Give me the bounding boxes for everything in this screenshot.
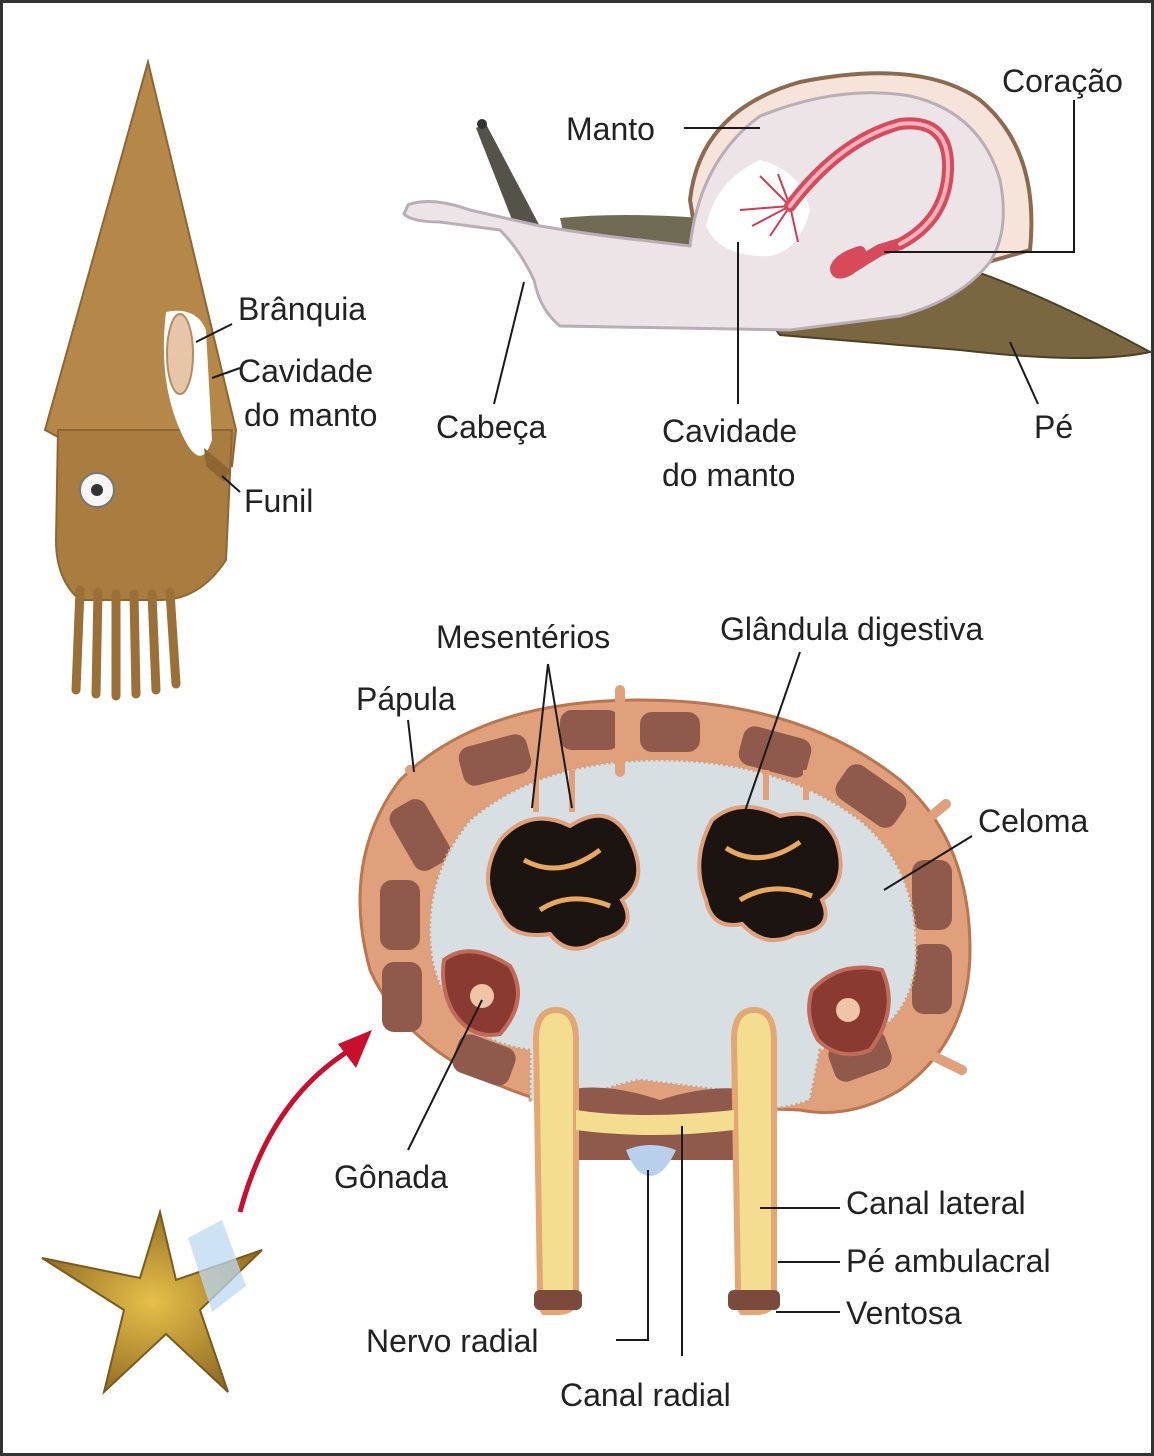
label-branquia: Brânquia [238, 291, 366, 327]
label-pe-ambulacral: Pé ambulacral [846, 1243, 1051, 1279]
tube-foot-right [734, 1010, 775, 1312]
label-cavidade-squid-1: Cavidade [238, 353, 373, 389]
label-coracao: Coração [1002, 63, 1123, 99]
label-funil: Funil [244, 483, 313, 519]
digestive-gland-left [488, 816, 638, 949]
label-glandula: Glândula digestiva [720, 611, 983, 647]
label-cavidade-snail-2: do manto [662, 457, 795, 493]
leader-papula [408, 720, 414, 772]
starfish-illustration [42, 1212, 262, 1392]
label-cavidade-squid-2: do manto [244, 397, 377, 433]
snail-eye [477, 119, 487, 129]
label-cavidade-snail-1: Cavidade [662, 413, 797, 449]
sucker-right [728, 1290, 780, 1310]
squid-tentacles [76, 590, 176, 696]
squid-illustration [45, 62, 236, 696]
tube-foot-left [536, 1010, 577, 1312]
gonad-left-center [470, 984, 494, 1008]
radial-nerve [626, 1145, 676, 1176]
label-pe: Pé [1034, 409, 1073, 445]
label-papula: Pápula [356, 681, 456, 717]
label-canal-lateral: Canal lateral [846, 1185, 1026, 1221]
leader-cabeca [494, 282, 524, 404]
sucker-left [534, 1290, 582, 1310]
label-cabeca: Cabeça [436, 409, 547, 445]
squid-gill [167, 314, 193, 394]
label-canal-radial: Canal radial [560, 1377, 731, 1413]
leader-nervo-radial [616, 1170, 648, 1340]
pointer-arrow-head [338, 1030, 372, 1068]
starfish-body [42, 1212, 262, 1392]
label-manto: Manto [566, 111, 655, 147]
label-mesenterios: Mesentérios [436, 619, 610, 655]
label-celoma: Celoma [978, 803, 1088, 839]
label-nervo-radial: Nervo radial [366, 1323, 539, 1359]
label-ventosa: Ventosa [846, 1295, 962, 1331]
label-gonada: Gônada [334, 1159, 448, 1195]
squid-pupil [91, 484, 103, 496]
gonad-right-center [836, 998, 860, 1022]
digestive-gland-right [699, 807, 840, 940]
